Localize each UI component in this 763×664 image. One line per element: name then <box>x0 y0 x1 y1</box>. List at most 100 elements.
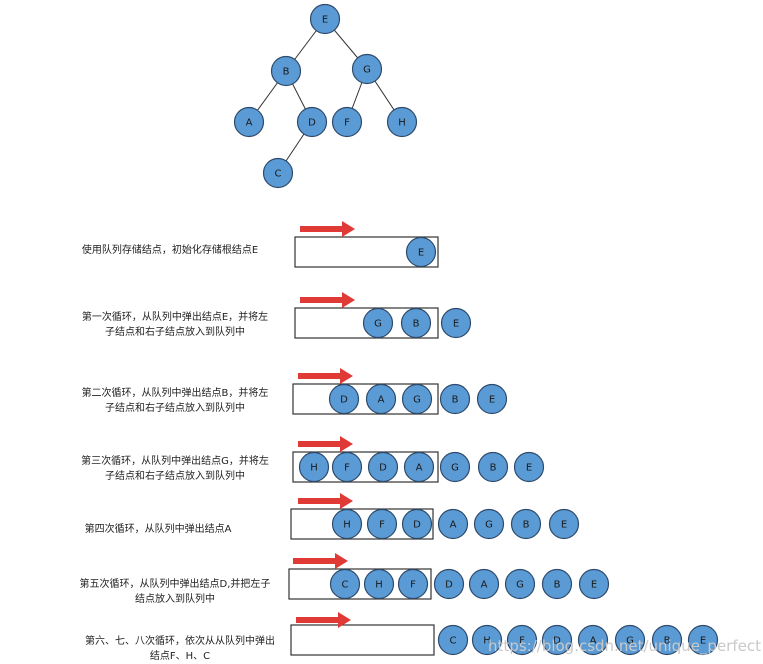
queue-box-2 <box>294 307 439 339</box>
queue-node-5-2 <box>366 508 398 540</box>
queue-node-5-3-label: D <box>413 520 421 531</box>
tree-node-G-label: G <box>363 65 371 76</box>
popped-node-7-3-label: F <box>519 636 525 647</box>
queue-box-1 <box>294 236 439 268</box>
popped-node-7-4-label: D <box>553 636 561 647</box>
step-label-line: 第四次循环，从队列中弹出结点A <box>84 524 232 535</box>
queue-node-4-1 <box>298 451 330 483</box>
queue-node-4-4 <box>403 451 435 483</box>
step-label-line: 子结点和右子结点放入到队列中 <box>104 327 245 338</box>
popped-node-7-8-label: E <box>700 636 706 647</box>
dequeue-arrow-head-7 <box>338 612 351 628</box>
queue-node-6-1-label: C <box>342 580 349 591</box>
popped-node-7-2 <box>471 624 503 656</box>
popped-node-6-2-label: A <box>481 580 488 591</box>
popped-node-7-2-label: H <box>483 636 491 647</box>
popped-node-7-5 <box>577 624 609 656</box>
step-label-line: 结点放入到队列中 <box>134 594 215 605</box>
dequeue-arrow-head-6 <box>335 553 348 569</box>
popped-node-7-8 <box>687 624 719 656</box>
popped-node-5-4-label: E <box>561 520 567 531</box>
dequeue-arrow-3 <box>298 373 341 379</box>
queue-box-5 <box>290 508 434 540</box>
popped-node-4-2 <box>477 451 509 483</box>
queue-node-2-2-label: B <box>413 319 420 330</box>
queue-node-5-1 <box>331 508 363 540</box>
popped-node-7-1-label: C <box>450 636 457 647</box>
step-label-7: 第六、七、八次循环，依次从从队列中弹出结点F、H、C <box>85 634 275 664</box>
dequeue-arrow-5 <box>298 498 341 504</box>
queue-box-4 <box>292 451 439 483</box>
popped-node-7-3 <box>506 624 538 656</box>
step-label-line: 结点F、H、C <box>149 651 211 662</box>
watermark: https://blog.csdn.net/unique_perfect <box>488 637 761 655</box>
queue-box-6 <box>288 568 432 600</box>
step-label-line: 第二次循环，从队列中弹出结点B，并将左 <box>81 388 269 399</box>
queue-node-6-3 <box>397 568 429 600</box>
popped-node-7-7-label: B <box>664 636 671 647</box>
step-label-line: 第三次循环，从队列中弹出结点G，并将左 <box>81 456 269 467</box>
dequeue-arrow-6 <box>293 558 336 564</box>
queue-node-3-3-label: G <box>413 395 421 406</box>
queue-node-1-1 <box>405 236 437 268</box>
step-label-line: 使用队列存储结点，初始化存储根结点E <box>81 245 259 256</box>
popped-node-4-3 <box>513 451 545 483</box>
popped-node-4-1 <box>439 451 471 483</box>
step-label-line: 第一次循环，从队列中弹出结点E，并将左 <box>81 312 269 323</box>
popped-node-6-4 <box>541 568 573 600</box>
queue-node-3-2-label: A <box>378 395 385 406</box>
step-label-line: 第五次循环，从队列中弹出结点D,并把左子 <box>79 579 271 590</box>
popped-node-6-4-label: B <box>554 580 561 591</box>
popped-node-7-4 <box>541 624 573 656</box>
step-label-line: 子结点和右子结点放入到队列中 <box>105 403 245 414</box>
popped-node-4-1-label: G <box>451 463 459 474</box>
queue-node-4-4-label: A <box>416 463 423 474</box>
queue-node-5-2-label: F <box>379 520 385 531</box>
popped-node-5-2 <box>473 508 505 540</box>
popped-node-7-1 <box>437 624 469 656</box>
step-label-1: 使用队列存储结点，初始化存储根结点E <box>82 243 258 258</box>
step-label-5: 第四次循环，从队列中弹出结点A <box>85 522 232 537</box>
queue-node-5-3 <box>401 508 433 540</box>
popped-node-6-5-label: E <box>591 580 597 591</box>
queue-node-6-3-label: F <box>410 580 416 591</box>
queue-node-2-1-label: G <box>374 319 382 330</box>
tree-node-F <box>331 106 363 138</box>
dequeue-arrow-head-3 <box>340 368 353 384</box>
dequeue-arrow-2 <box>300 297 343 303</box>
queue-node-2-1 <box>362 307 394 339</box>
queue-node-5-1-label: H <box>343 520 351 531</box>
step-label-6: 第五次循环，从队列中弹出结点D,并把左子结点放入到队列中 <box>80 577 271 607</box>
popped-node-5-1-label: A <box>450 520 457 531</box>
tree-node-C-label: C <box>275 169 282 180</box>
queue-box-7 <box>290 624 435 656</box>
tree-node-B <box>270 55 302 87</box>
step-label-line: 子结点和右子结点放入到队列中 <box>105 471 245 482</box>
popped-node-7-6 <box>614 624 646 656</box>
tree-node-E <box>309 3 341 35</box>
queue-node-3-1-label: D <box>340 395 348 406</box>
tree-node-A-label: A <box>246 118 253 129</box>
dequeue-arrow-head-5 <box>340 493 353 509</box>
popped-node-7-5-label: A <box>590 636 597 647</box>
popped-node-6-1-label: D <box>445 580 453 591</box>
tree-node-B-label: B <box>283 67 290 78</box>
popped-node-6-3-label: G <box>516 580 524 591</box>
tree-node-A <box>233 106 265 138</box>
dequeue-arrow-head-2 <box>342 292 355 308</box>
popped-node-3-1-label: B <box>452 395 459 406</box>
popped-node-5-3-label: B <box>523 520 530 531</box>
queue-node-6-2-label: H <box>375 580 383 591</box>
queue-node-4-3 <box>367 451 399 483</box>
step-label-4: 第三次循环，从队列中弹出结点G，并将左子结点和右子结点放入到队列中 <box>81 454 269 484</box>
queue-node-6-2 <box>363 568 395 600</box>
queue-node-4-1-label: H <box>310 463 318 474</box>
popped-node-2-1 <box>440 307 472 339</box>
queue-node-4-3-label: D <box>379 463 387 474</box>
tree-node-D-label: D <box>308 118 316 129</box>
step-label-2: 第一次循环，从队列中弹出结点E，并将左子结点和右子结点放入到队列中 <box>82 310 268 340</box>
queue-node-3-1 <box>328 383 360 415</box>
popped-node-7-7 <box>651 624 683 656</box>
queue-node-6-1 <box>329 568 361 600</box>
queue-box-3 <box>292 383 439 415</box>
